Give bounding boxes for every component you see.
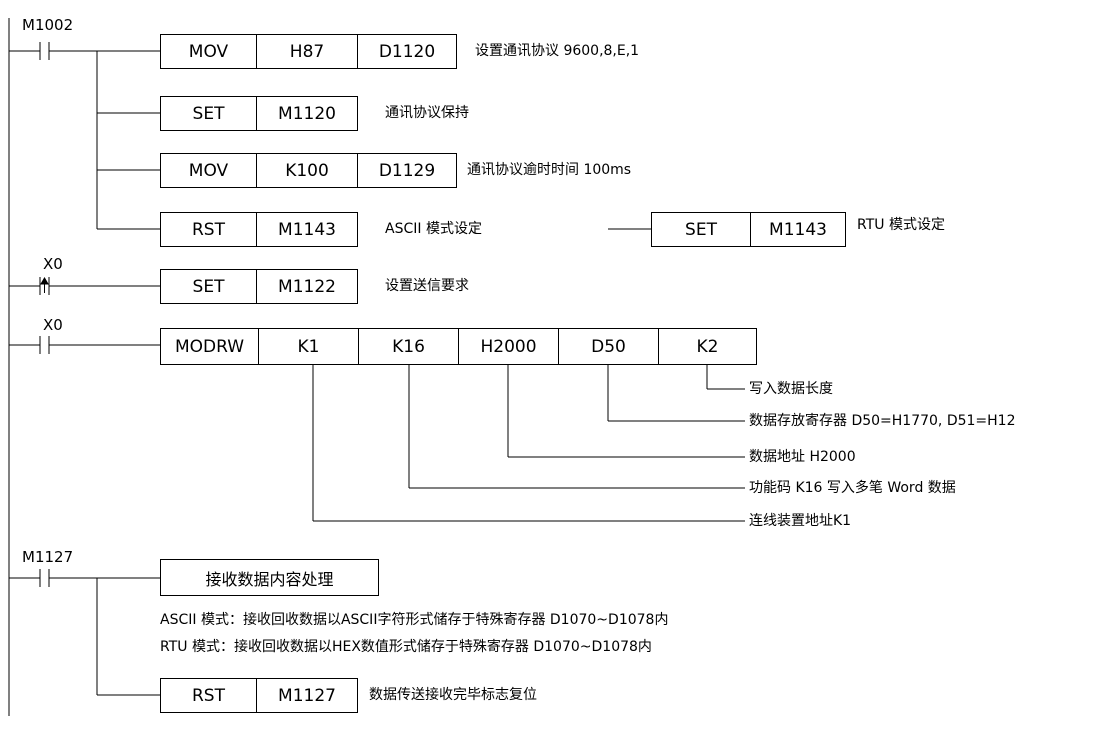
instruction-comment: 数据传送接收完毕标志复位 bbox=[369, 687, 537, 703]
instruction-cell: K2 bbox=[658, 328, 757, 365]
instruction-cell: M1122 bbox=[256, 269, 358, 304]
instruction-cell: K16 bbox=[358, 328, 459, 365]
instruction-comment: 设置送信要求 bbox=[385, 278, 469, 294]
instruction-cell: M1143 bbox=[750, 212, 846, 247]
contact-label-m1002: M1002 bbox=[22, 16, 74, 34]
instruction-cell: MOV bbox=[160, 34, 257, 69]
instruction-cell: H87 bbox=[256, 34, 358, 69]
contact-label-m1127: M1127 bbox=[22, 548, 74, 566]
instruction-comment: 设置通讯协议 9600,8,E,1 bbox=[475, 43, 640, 59]
instruction-cell: M1127 bbox=[256, 678, 358, 713]
instruction-cell: RST bbox=[160, 212, 257, 247]
annotation-text: 数据存放寄存器 D50=H1770, D51=H12 bbox=[749, 413, 1016, 429]
instruction-cell: SET bbox=[651, 212, 751, 247]
annotation-text: 功能码 K16 写入多笔 Word 数据 bbox=[749, 480, 956, 496]
instruction-comment: 通讯协议保持 bbox=[385, 105, 469, 121]
instruction-cell: RST bbox=[160, 678, 257, 713]
instruction-cell: H2000 bbox=[458, 328, 559, 365]
note-text: RTU 模式：接收回收数据以HEX数值形式储存于特殊寄存器 D1070~D107… bbox=[160, 639, 652, 655]
note-text: ASCII 模式：接收回收数据以ASCII字符形式储存于特殊寄存器 D1070~… bbox=[160, 612, 669, 628]
instruction-cell: SET bbox=[160, 269, 257, 304]
instruction-cell: K100 bbox=[256, 153, 358, 188]
instruction-comment: RTU 模式设定 bbox=[857, 217, 945, 233]
instruction-cell: SET bbox=[160, 96, 257, 131]
instruction-cell: K1 bbox=[258, 328, 359, 365]
instruction-cell: D1120 bbox=[357, 34, 457, 69]
process-box: 接收数据内容处理 bbox=[160, 559, 379, 596]
instruction-cell: M1120 bbox=[256, 96, 358, 131]
contact-label-x0: X0 bbox=[43, 316, 63, 334]
contact-label-x0-rising: X0 bbox=[43, 255, 63, 273]
instruction-cell: D1129 bbox=[357, 153, 457, 188]
rising-edge-arrow-head bbox=[40, 277, 49, 285]
instruction-comment: 通讯协议逾时时间 100ms bbox=[467, 162, 632, 178]
instruction-cell: M1143 bbox=[256, 212, 358, 247]
annotation-text: 连线装置地址K1 bbox=[749, 513, 852, 529]
instruction-cell: MOV bbox=[160, 153, 257, 188]
annotation-text: 数据地址 H2000 bbox=[749, 449, 856, 465]
annotation-text: 写入数据长度 bbox=[749, 381, 833, 397]
instruction-cell: D50 bbox=[558, 328, 659, 365]
instruction-comment: ASCII 模式设定 bbox=[385, 221, 482, 237]
instruction-cell: MODRW bbox=[160, 328, 259, 365]
